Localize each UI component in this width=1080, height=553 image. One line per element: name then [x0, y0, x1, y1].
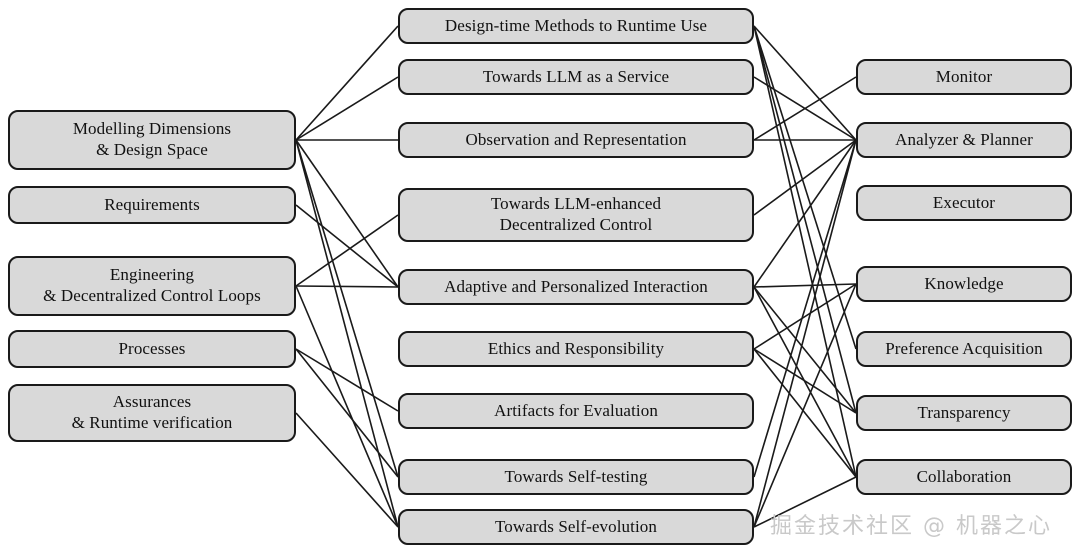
edge-M5-to-R6 — [753, 286, 857, 414]
node-preference-acquisition[interactable]: Preference Acquisition — [856, 331, 1072, 367]
node-modelling-dimensions-design-space[interactable]: Modelling Dimensions & Design Space — [8, 110, 296, 170]
node-requirements[interactable]: Requirements — [8, 186, 296, 224]
node-design-time-methods-to-runtime-use[interactable]: Design-time Methods to Runtime Use — [398, 8, 754, 44]
edge-L1-to-M9 — [295, 139, 399, 528]
node-towards-llm-enhanced-decentralized-control[interactable]: Towards LLM-enhanced Decentralized Contr… — [398, 188, 754, 242]
node-label: Towards Self-evolution — [494, 517, 657, 537]
node-label: Engineering & Decentralized Control Loop… — [43, 265, 261, 305]
node-label: Assurances & Runtime verification — [71, 392, 233, 432]
node-assurances-runtime-verification[interactable]: Assurances & Runtime verification — [8, 384, 296, 442]
node-label: Towards Self-testing — [504, 467, 648, 487]
edge-M4-to-R2 — [753, 139, 857, 216]
node-towards-llm-as-a-service[interactable]: Towards LLM as a Service — [398, 59, 754, 95]
node-label: Artifacts for Evaluation — [494, 401, 658, 421]
edge-L4-to-M7 — [295, 348, 399, 412]
edge-M9-to-R2 — [753, 139, 857, 528]
edge-L3-to-M4 — [295, 214, 399, 287]
node-label: Towards LLM-enhanced Decentralized Contr… — [490, 194, 662, 234]
edge-M8-to-R2 — [753, 139, 857, 478]
edge-M1-to-R7 — [753, 25, 857, 478]
edge-M9-to-R4 — [753, 283, 857, 528]
node-monitor[interactable]: Monitor — [856, 59, 1072, 95]
watermark-text: 掘金技术社区 @ 机器之心 — [770, 514, 1052, 539]
node-label: Modelling Dimensions & Design Space — [72, 119, 232, 159]
edge-L2-to-M5 — [295, 204, 399, 288]
edge-M5-to-R2 — [753, 139, 857, 288]
node-ethics-and-responsibility[interactable]: Ethics and Responsibility — [398, 331, 754, 367]
edge-L1-to-M5 — [295, 139, 399, 288]
node-processes[interactable]: Processes — [8, 330, 296, 368]
node-transparency[interactable]: Transparency — [856, 395, 1072, 431]
node-collaboration[interactable]: Collaboration — [856, 459, 1072, 495]
edge-M6-to-R4 — [753, 283, 857, 350]
node-analyzer-planner[interactable]: Analyzer & Planner — [856, 122, 1072, 158]
edge-M1-to-R5 — [753, 25, 857, 350]
edge-L3-to-M5 — [295, 285, 399, 288]
node-towards-self-evolution[interactable]: Towards Self-evolution — [398, 509, 754, 545]
node-adaptive-and-personalized-interaction[interactable]: Adaptive and Personalized Interaction — [398, 269, 754, 305]
node-label: Monitor — [935, 67, 993, 87]
node-label: Requirements — [104, 195, 200, 215]
node-label: Preference Acquisition — [885, 339, 1043, 359]
node-label: Adaptive and Personalized Interaction — [444, 277, 708, 297]
edge-M2-to-R2 — [753, 76, 857, 141]
node-engineering-decentralized-control-loops[interactable]: Engineering & Decentralized Control Loop… — [8, 256, 296, 316]
node-label: Design-time Methods to Runtime Use — [444, 16, 708, 36]
edge-M5-to-R4 — [753, 283, 857, 288]
node-observation-and-representation[interactable]: Observation and Representation — [398, 122, 754, 158]
node-label: Analyzer & Planner — [895, 130, 1033, 150]
edge-L1-to-M1 — [295, 25, 399, 141]
edge-L1-to-M8 — [295, 139, 399, 478]
node-artifacts-for-evaluation[interactable]: Artifacts for Evaluation — [398, 393, 754, 429]
edge-L4-to-M8 — [295, 348, 399, 478]
edge-M5-to-R7 — [753, 286, 857, 478]
edge-L3-to-M9 — [295, 285, 399, 528]
edge-L5-to-M9 — [295, 412, 399, 528]
node-label: Collaboration — [916, 467, 1012, 487]
node-label: Transparency — [917, 403, 1011, 423]
node-executor[interactable]: Executor — [856, 185, 1072, 221]
node-label: Observation and Representation — [465, 130, 687, 150]
node-label: Knowledge — [924, 274, 1004, 294]
node-label: Processes — [118, 339, 186, 359]
edge-L1-to-M2 — [295, 76, 399, 141]
edge-M6-to-R6 — [753, 348, 857, 414]
node-label: Towards LLM as a Service — [482, 67, 670, 87]
node-towards-self-testing[interactable]: Towards Self-testing — [398, 459, 754, 495]
node-label: Executor — [932, 193, 996, 213]
edge-M3-to-R1 — [753, 76, 857, 141]
node-knowledge[interactable]: Knowledge — [856, 266, 1072, 302]
edge-M1-to-R6 — [753, 25, 857, 414]
node-label: Ethics and Responsibility — [487, 339, 665, 359]
edge-M6-to-R7 — [753, 348, 857, 478]
edge-M1-to-R2 — [753, 25, 857, 141]
